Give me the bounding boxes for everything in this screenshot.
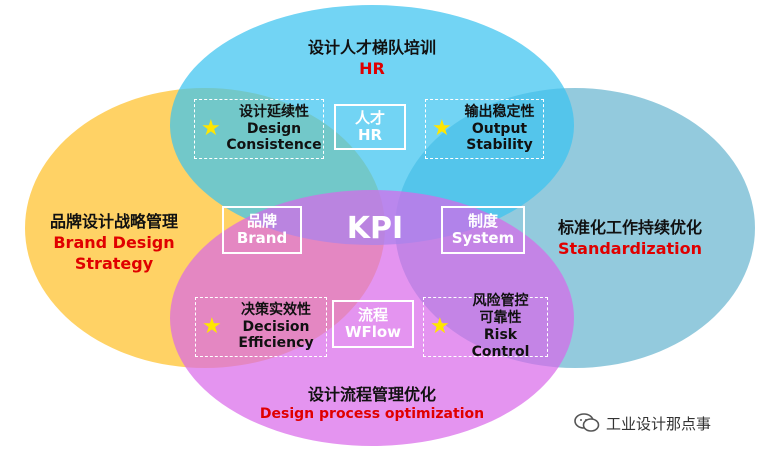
- hr-box-zh: 人才: [354, 108, 385, 127]
- quad-bottom-left-en1: Decision: [242, 318, 310, 335]
- brand-box-en: Brand: [236, 229, 288, 247]
- bottom-circle-subtitle: Design process optimization: [259, 406, 485, 422]
- quad-top-right: ★ 输出稳定性 Output Stability: [425, 99, 544, 159]
- top-ellipse: [170, 5, 574, 245]
- quad-bottom-right-en1: 可靠性: [479, 310, 522, 327]
- hr-box: 人才 HR: [334, 104, 406, 150]
- quad-bottom-right-zh: 风险管控: [472, 293, 529, 310]
- system-box-en: System: [451, 229, 515, 247]
- quad-top-right-text: 输出稳定性 Output Stability: [456, 100, 543, 158]
- right-circle-subtitle: Standardization: [557, 239, 703, 258]
- top-circle-title: 设计人才梯队培训: [307, 38, 436, 57]
- system-box-zh: 制度: [467, 211, 498, 230]
- left-circle-subtitle-1: Brand Design: [53, 233, 175, 252]
- wflow-box-zh: 流程: [357, 305, 388, 324]
- quad-top-left-zh: 设计延续性: [239, 103, 309, 120]
- quad-bottom-right-text: 风险管控 可靠性 Risk Control: [454, 293, 547, 359]
- star-icon: ★: [432, 116, 452, 141]
- wflow-box-en: WFlow: [344, 323, 402, 341]
- bottom-ellipse: [170, 190, 574, 446]
- quad-bottom-left-en2: Efficiency: [238, 335, 314, 352]
- quad-bottom-right: ★ 风险管控 可靠性 Risk Control: [423, 293, 548, 360]
- right-circle-title: 标准化工作持续优化: [557, 218, 702, 237]
- quad-top-left-en2: Consistence: [226, 137, 322, 154]
- hr-box-en: HR: [357, 126, 383, 144]
- left-circle-subtitle-2: Strategy: [74, 254, 154, 273]
- top-circle-subtitle: HR: [359, 59, 385, 78]
- bottom-circle-title: 设计流程管理优化: [307, 385, 436, 404]
- wechat-icon: [574, 412, 600, 434]
- quad-top-left-text: 设计延续性 Design Consistence: [225, 100, 323, 158]
- kpi-label: KPI: [346, 211, 404, 246]
- brand-box-zh: 品牌: [246, 211, 277, 230]
- quad-top-right-en2: Stability: [466, 137, 533, 154]
- quad-bottom-left-zh: 决策实效性: [241, 301, 311, 318]
- star-icon: ★: [201, 116, 221, 141]
- quad-bottom-right-en2: Risk Control: [471, 327, 530, 360]
- left-circle-title: 品牌设计战略管理: [49, 212, 178, 231]
- quad-bottom-left-text: 决策实效性 Decision Efficiency: [226, 298, 326, 356]
- quad-top-left: ★ 设计延续性 Design Consistence: [194, 99, 324, 159]
- quad-top-right-en1: Output: [471, 120, 528, 137]
- watermark-text: 工业设计那点事: [606, 414, 712, 433]
- star-icon: ★: [202, 314, 222, 339]
- quad-bottom-left: ★ 决策实效性 Decision Efficiency: [195, 297, 327, 357]
- wflow-box: 流程 WFlow: [332, 300, 414, 348]
- quad-top-left-en1: Design: [246, 120, 302, 137]
- star-icon: ★: [430, 314, 450, 339]
- brand-box: 品牌 Brand: [222, 206, 302, 254]
- quad-top-right-zh: 输出稳定性: [464, 103, 535, 120]
- system-box: 制度 System: [441, 206, 525, 254]
- watermark: 工业设计那点事: [574, 412, 711, 434]
